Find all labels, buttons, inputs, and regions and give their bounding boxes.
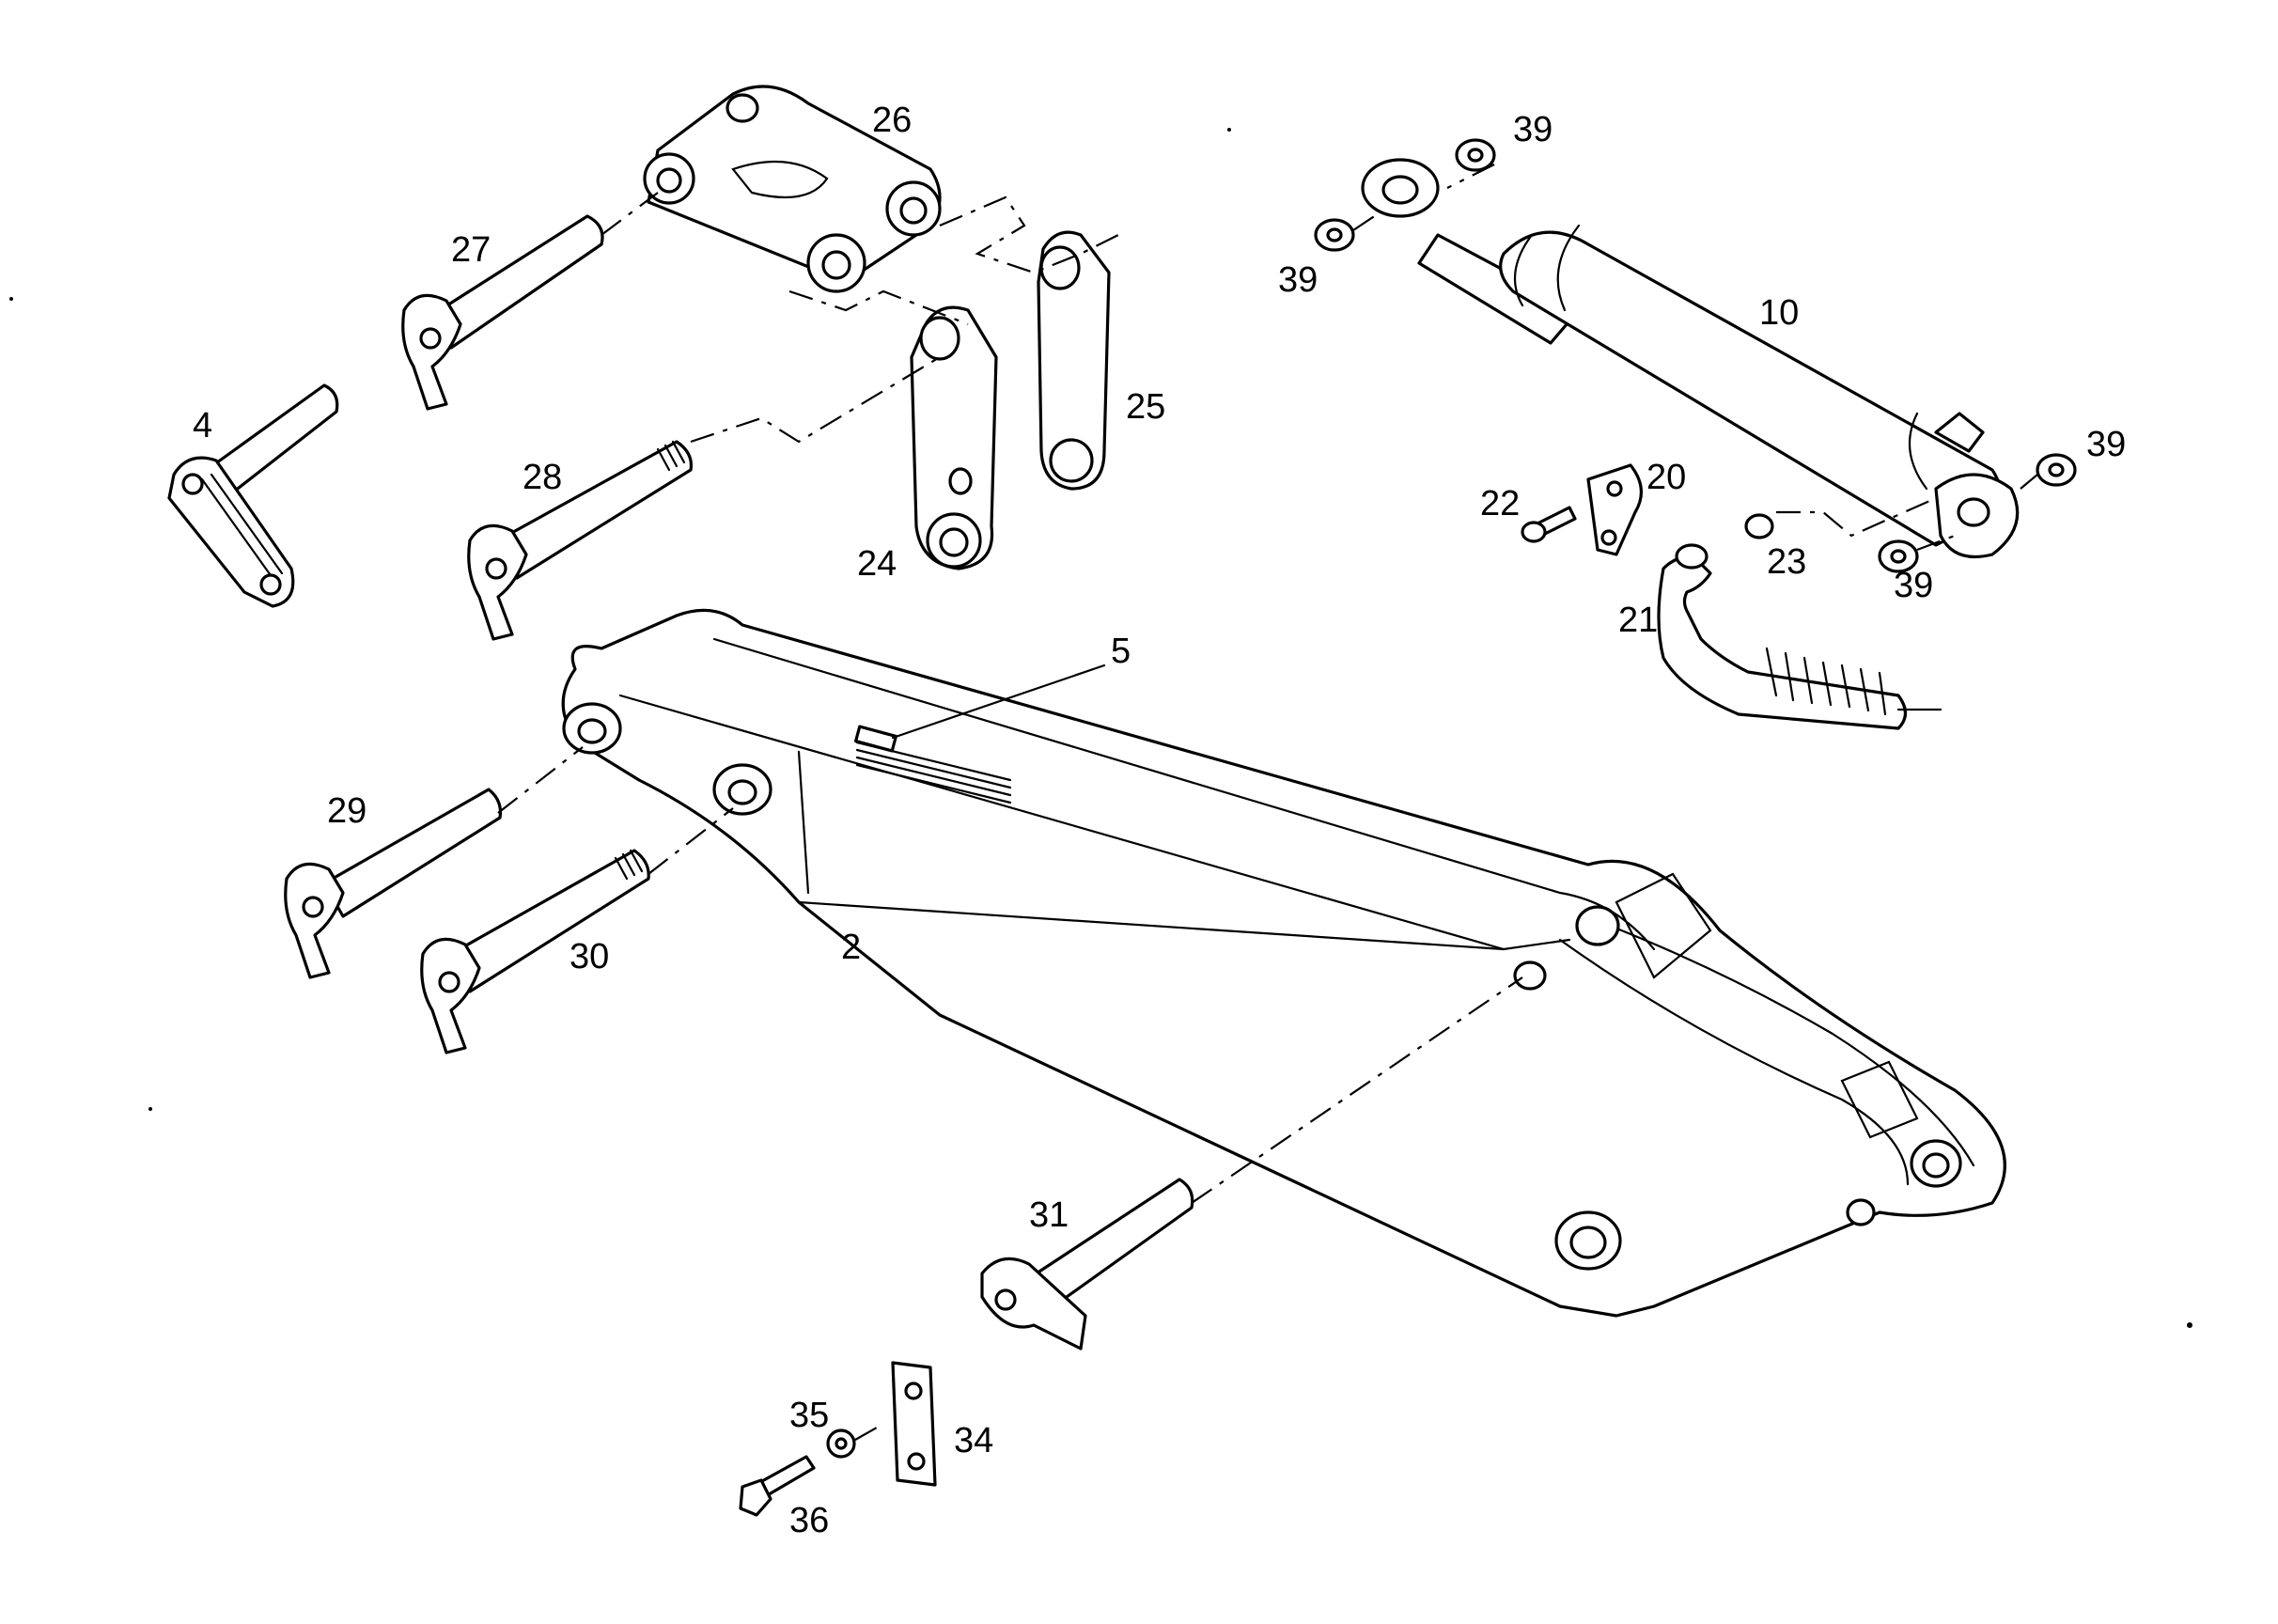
pin-4 xyxy=(167,383,339,608)
label-22: 22 xyxy=(1480,484,1520,523)
label-plate xyxy=(854,725,1012,804)
label-36: 36 xyxy=(789,1501,829,1540)
label-39-bottom: 39 xyxy=(1894,566,1933,605)
label-39-right: 39 xyxy=(2086,425,2126,464)
clamp-20 xyxy=(1586,463,1643,556)
label-28: 28 xyxy=(523,458,562,497)
link-plate-24 xyxy=(910,305,998,570)
pin-29 xyxy=(284,788,503,979)
label-39-top: 39 xyxy=(1513,110,1552,149)
plate-34 xyxy=(891,1361,937,1487)
hydraulic-cylinder xyxy=(1361,158,2020,559)
label-29: 29 xyxy=(327,791,367,831)
label-21: 21 xyxy=(1618,601,1658,640)
label-27: 27 xyxy=(451,230,491,270)
label-20: 20 xyxy=(1646,458,1686,497)
pin-27 xyxy=(401,214,604,411)
leader-lines xyxy=(497,164,2038,1441)
pin-28 xyxy=(467,440,694,641)
label-26: 26 xyxy=(872,101,912,140)
label-4: 4 xyxy=(193,406,212,445)
link-bracket xyxy=(643,85,942,293)
label-34: 34 xyxy=(954,1421,993,1460)
washers-39 xyxy=(1314,138,2077,573)
label-5: 5 xyxy=(1111,632,1131,671)
bolt-22 xyxy=(1521,506,1577,543)
label-31: 31 xyxy=(1029,1195,1069,1235)
o-ring-23 xyxy=(1744,513,1774,539)
boom-arm xyxy=(561,608,2006,1318)
label-30: 30 xyxy=(570,937,609,976)
scan-specks xyxy=(9,128,2192,1328)
hose-21 xyxy=(1657,543,1943,730)
pin-31 xyxy=(980,1178,1194,1351)
label-10: 10 xyxy=(1759,293,1799,333)
pin-30 xyxy=(420,849,650,1054)
bolt-36 xyxy=(739,1455,816,1517)
label-35: 35 xyxy=(789,1396,829,1435)
label-leaders xyxy=(891,664,1106,740)
part-labels: 26 27 4 28 25 24 5 29 30 2 31 35 34 36 3… xyxy=(193,101,2126,1540)
label-24: 24 xyxy=(857,544,897,584)
washer-35 xyxy=(826,1429,856,1459)
label-2: 2 xyxy=(841,928,861,967)
link-plate-25 xyxy=(1037,230,1111,491)
label-25: 25 xyxy=(1126,387,1165,427)
label-23: 23 xyxy=(1767,542,1806,582)
label-39-left: 39 xyxy=(1278,260,1318,300)
